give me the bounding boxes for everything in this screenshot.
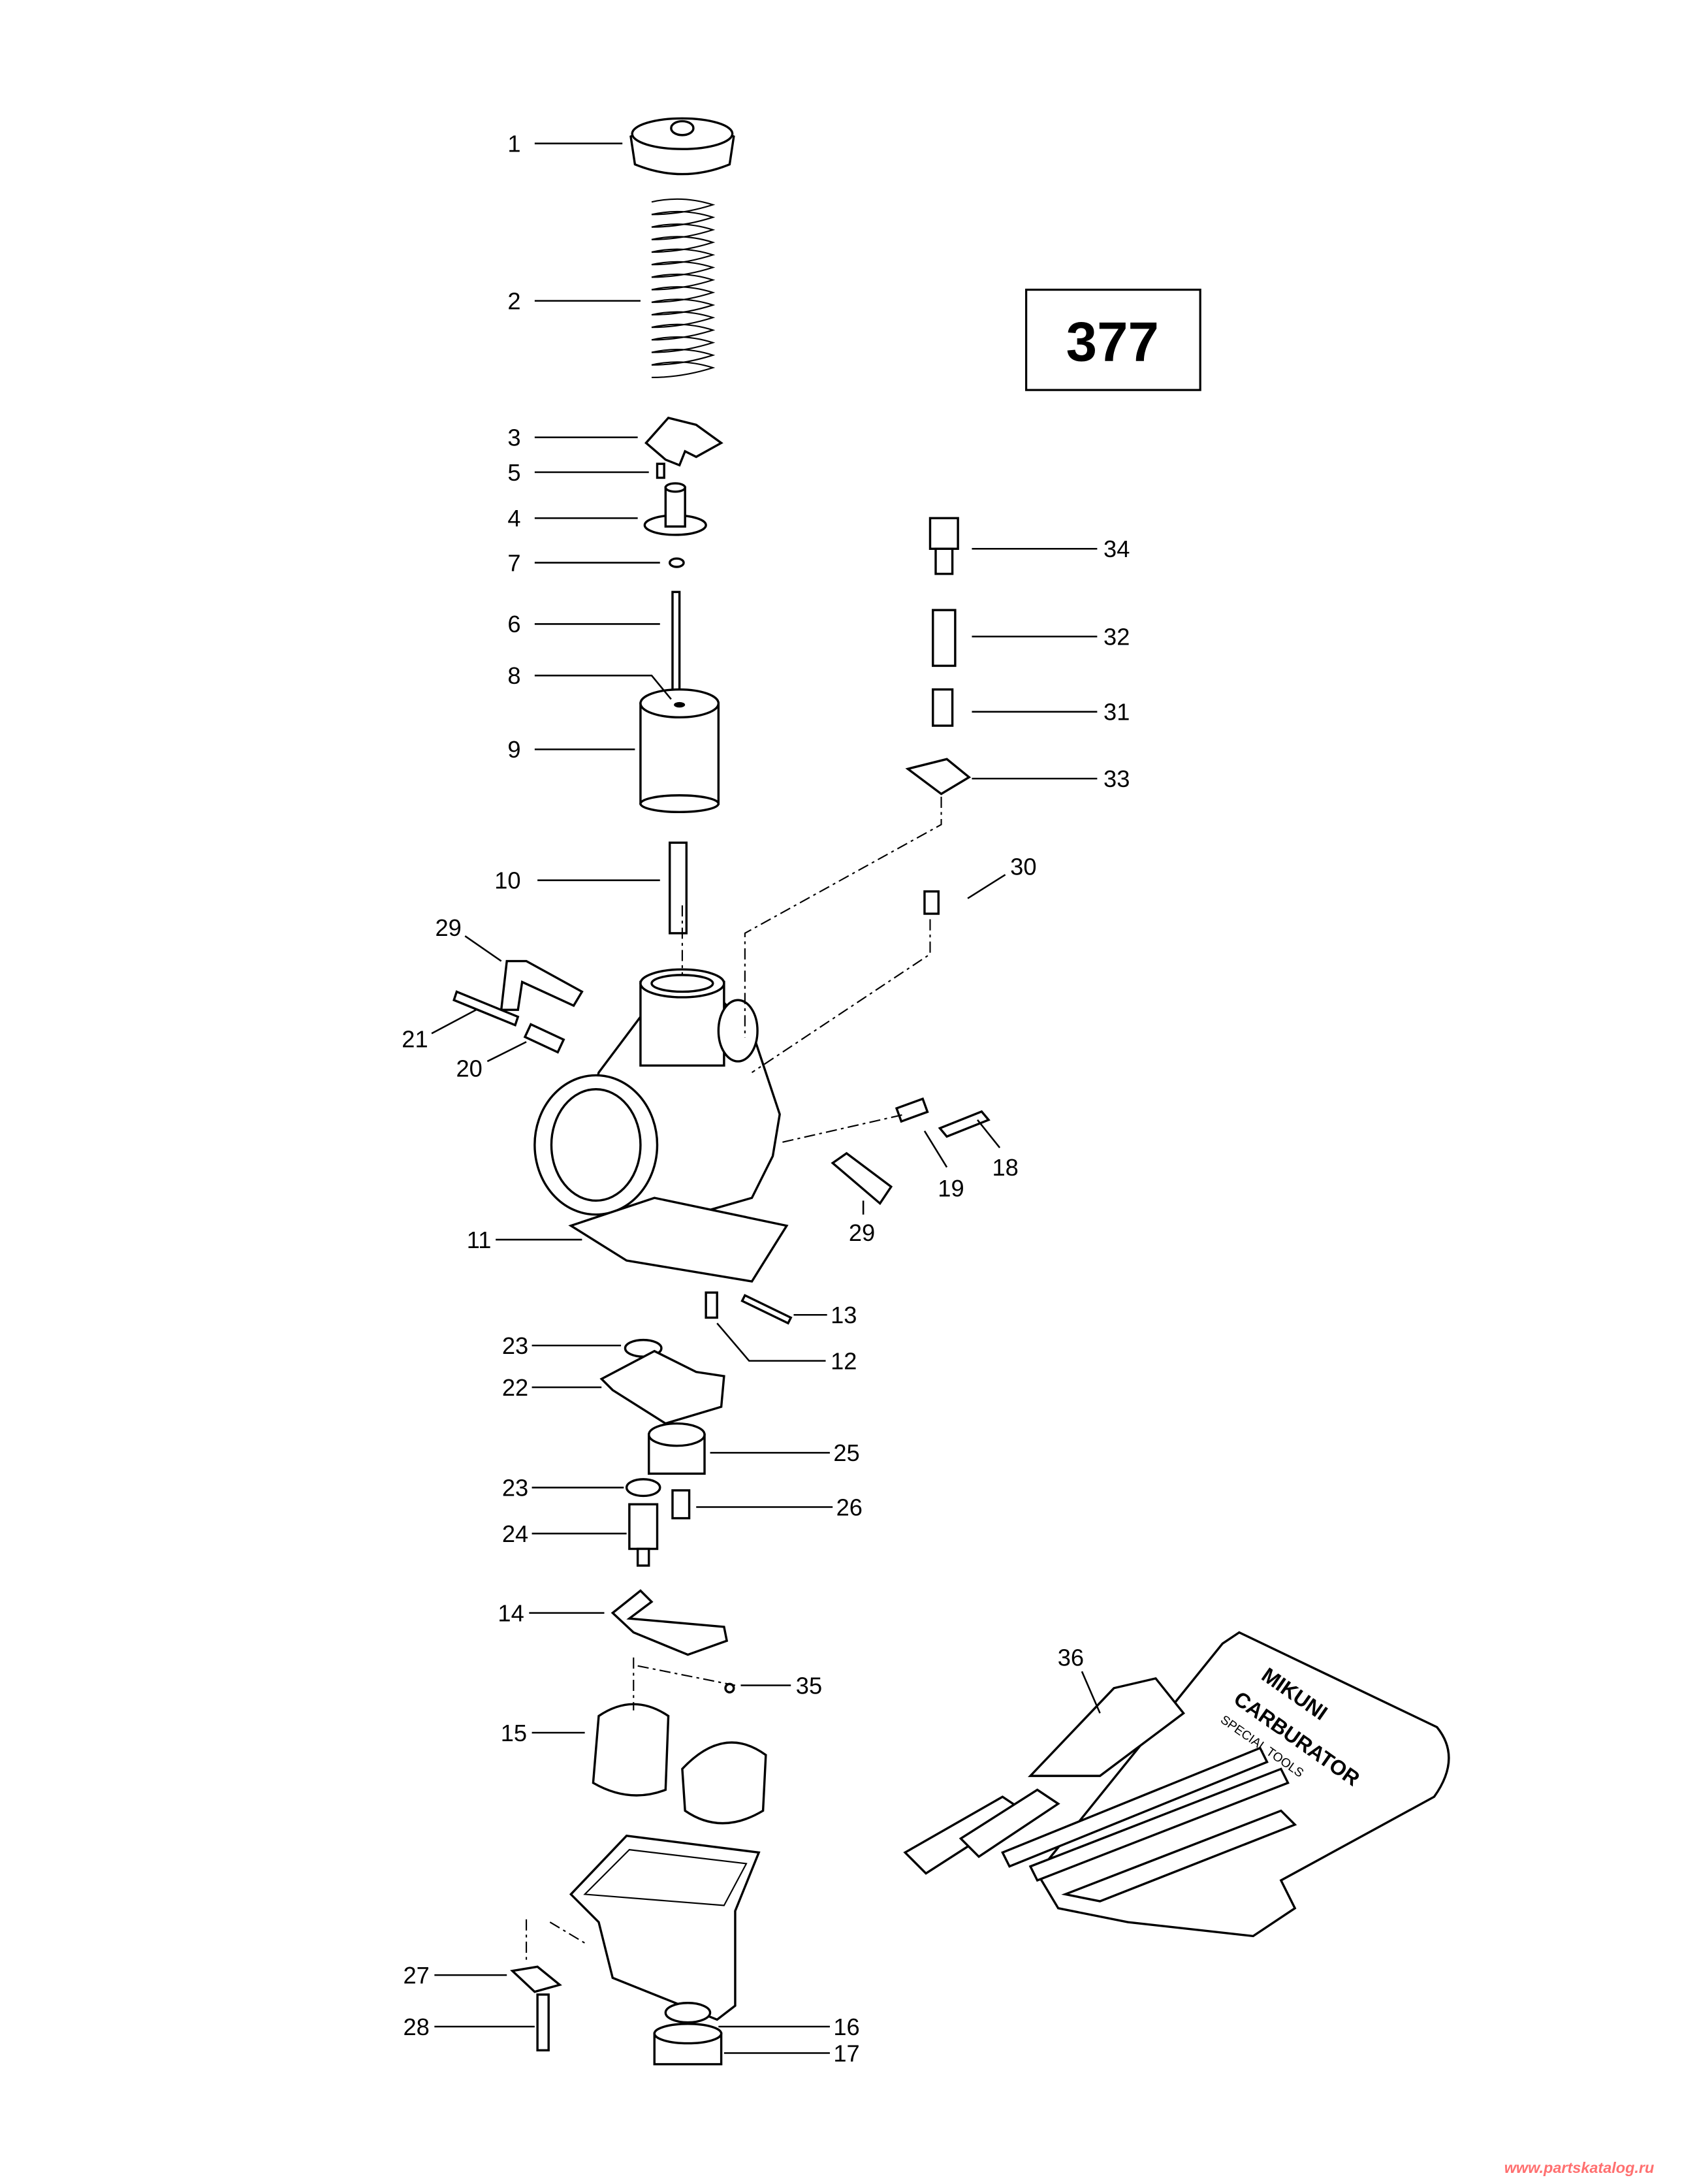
- callout-number: 34: [1103, 536, 1130, 562]
- callout-number: 24: [502, 1520, 528, 1547]
- part-cap: [629, 117, 735, 176]
- callout-number: 1: [507, 130, 520, 157]
- part-tool-kit-36: MIKUNI CARBURATOR SPECIAL TOOLS: [903, 1631, 1450, 1938]
- callout-number: 21: [402, 1026, 428, 1053]
- leader-line: [486, 1041, 527, 1063]
- part-gasket-22: [599, 1349, 725, 1425]
- part-hose-top: [500, 959, 584, 1011]
- part-float-25: [648, 1422, 706, 1475]
- part-air-screw-34: [928, 517, 959, 575]
- part-jet-12: [705, 1291, 718, 1319]
- part-pin-13: [740, 1294, 793, 1325]
- callout-number: 30: [1010, 853, 1036, 880]
- part-throttle-valve: [639, 688, 720, 814]
- callout-number: 14: [498, 1599, 524, 1626]
- callout-number: 17: [833, 2040, 859, 2066]
- callout-number: 26: [836, 1494, 863, 1520]
- part-screw-28: [536, 1993, 550, 2051]
- callout-number: 35: [796, 1672, 822, 1699]
- page-number: 377: [1066, 311, 1159, 373]
- part-float-arm-14: [611, 1589, 729, 1656]
- callout-number: 4: [507, 505, 520, 532]
- callout-number: 11: [467, 1227, 492, 1253]
- callout-number: 19: [938, 1175, 964, 1202]
- leader-line: [464, 935, 502, 962]
- part-float-bowl: [569, 1835, 761, 2021]
- part-e-ring: [669, 557, 685, 568]
- callout-number: 6: [507, 611, 520, 637]
- watermark: www.partskatalog.ru: [1504, 2159, 1655, 2176]
- leader-line: [716, 1323, 826, 1362]
- callout-number: 9: [507, 736, 520, 763]
- part-spring-32: [932, 609, 957, 667]
- callout-number: 18: [992, 1154, 1018, 1181]
- callout-number: 2: [507, 287, 520, 314]
- callout-number: 15: [501, 1720, 527, 1746]
- callout-number: 29: [435, 914, 461, 941]
- part-plug-30: [923, 890, 940, 915]
- leader-line: [967, 874, 1006, 899]
- part-washer-23b: [625, 1478, 661, 1498]
- callout-number: 36: [1058, 1645, 1084, 1671]
- part-plate: [644, 416, 723, 467]
- part-hose-29: [831, 1151, 893, 1206]
- part-screw-21: [452, 990, 520, 1027]
- part-carburetor-body: [533, 968, 789, 1283]
- part-screw-18: [938, 1110, 991, 1138]
- part-spring: [651, 198, 716, 379]
- callout-number: 20: [456, 1055, 482, 1082]
- leader-line: [923, 1131, 948, 1168]
- callout-number: 23: [502, 1474, 528, 1501]
- part-needle-jet: [669, 841, 688, 935]
- callout-number: 23: [502, 1332, 528, 1359]
- callout-number: 12: [831, 1347, 857, 1374]
- part-needle-holder: [643, 482, 707, 536]
- callout-number: 3: [507, 424, 520, 451]
- callout-number: 33: [1103, 765, 1130, 792]
- part-pilot-jet-26: [671, 1489, 691, 1520]
- alignment-lines: [525, 796, 942, 1965]
- leader-line: [431, 1009, 477, 1035]
- part-washer-33: [905, 758, 972, 795]
- callout-number: 10: [494, 867, 520, 894]
- part-floats-15: [592, 1703, 767, 1825]
- leader-line: [534, 675, 672, 700]
- callout-number: 22: [502, 1374, 528, 1401]
- callout-number: 7: [507, 549, 520, 576]
- callout-number: 28: [403, 2014, 429, 2040]
- part-screw-31: [932, 688, 954, 727]
- part-plug-17: [653, 2023, 723, 2066]
- part-gasket-16: [664, 2002, 712, 2024]
- part-main-jet-24: [628, 1503, 659, 1567]
- leader-line: [1081, 1671, 1101, 1714]
- callout-number: 25: [833, 1439, 859, 1466]
- callout-labels: 1235476891029212011232223241415272834323…: [402, 130, 1130, 2066]
- leader-line: [976, 1119, 1001, 1149]
- callout-number: 31: [1103, 699, 1130, 726]
- callout-number: 16: [833, 2014, 859, 2040]
- part-spring-20: [523, 1023, 565, 1054]
- part-spring-19: [895, 1097, 929, 1123]
- part-bracket-27: [510, 1965, 562, 1993]
- callout-number: 27: [403, 1962, 429, 1989]
- callout-number: 8: [507, 662, 520, 689]
- callout-number: 13: [831, 1302, 857, 1328]
- callout-number: 32: [1103, 623, 1130, 650]
- callout-number: 29: [849, 1219, 875, 1246]
- callout-number: 5: [507, 459, 520, 486]
- part-clip: [656, 462, 665, 479]
- page-number-box: 377: [1025, 288, 1201, 391]
